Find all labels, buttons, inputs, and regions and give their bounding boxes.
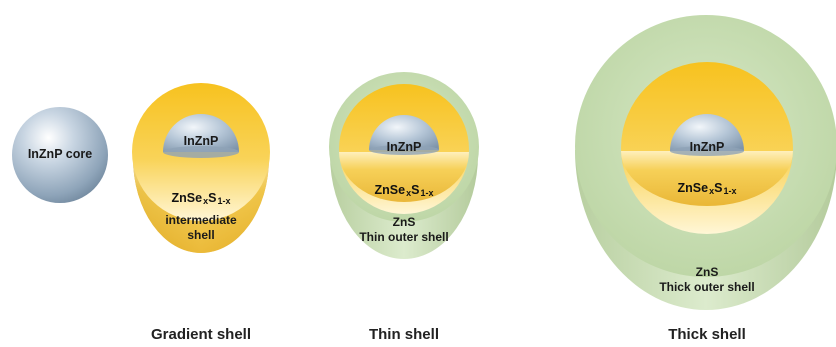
caption-thick-shell: Thick shell [668,326,746,343]
caption-gradient-shell: Gradient shell [150,326,252,343]
gradient-shell-particle [132,83,270,253]
thick-core-label: InZnP [689,140,725,154]
caption-thin-shell: Thin shell [368,326,439,343]
core-sphere [12,107,108,203]
gradient-core-label: InZnP [183,134,219,148]
core-label: InZnP core [27,147,93,161]
thin-outer-shell-label: ZnS Thin outer shell [359,215,449,244]
thin-shell-formula: ZnSexS1-x [374,183,434,198]
intermediate-shell-label: intermediate shell [165,213,237,242]
thick-outer-shell-label: ZnS Thick outer shell [659,265,755,294]
thick-shell-formula: ZnSexS1-x [677,181,737,196]
thin-core-label: InZnP [386,140,422,154]
thick-shell-particle [575,15,836,310]
thin-shell-particle [329,72,479,259]
gradient-shell-formula: ZnSexS1-x [171,191,231,206]
